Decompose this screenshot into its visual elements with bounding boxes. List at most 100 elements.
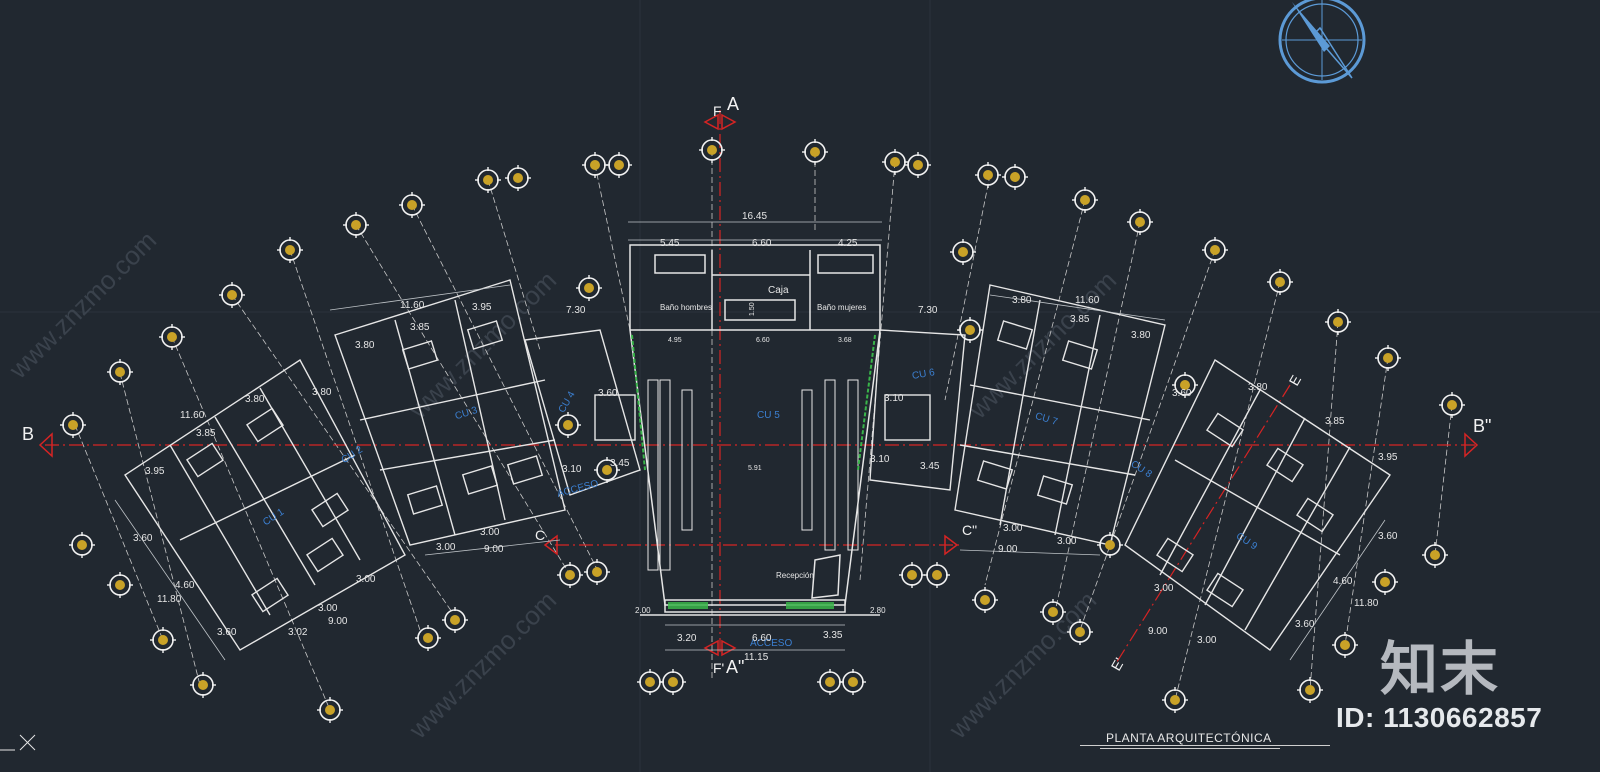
dim-right-1180: 11.80 [1354, 598, 1379, 609]
dim-center-591: 5.91 [748, 465, 762, 472]
dim-left-380-a: 3.80 [355, 340, 375, 351]
north-arrow-icon [1278, 0, 1366, 84]
dim-left-385-a: 3.85 [410, 322, 430, 333]
green-planters [668, 602, 834, 609]
dim-left-900-b: 9.00 [484, 544, 504, 555]
dim-caja-150: 1.50 [749, 302, 756, 316]
unit-label-cu5: CU 5 [757, 410, 780, 421]
right-wing-lower [1124, 358, 1391, 651]
unit-label-cu2: CU 2 [340, 444, 365, 466]
dim-left-730: 7.30 [566, 305, 586, 316]
dim-bottom-mid: 6.60 [752, 633, 772, 644]
dim-right-900-a: 9.00 [1148, 626, 1168, 637]
dim-left-460: 4.60 [175, 580, 195, 591]
watermark-pattern: www.znzmo.com www.znzmo.com www.znzmo.co… [2, 225, 1122, 745]
section-line-e [1114, 384, 1291, 666]
section-label-c-left: C [535, 527, 545, 543]
right-connector [869, 329, 966, 491]
room-label-bano-mujeres: Baño mujeres [817, 303, 866, 312]
dim-left-300-b: 3.00 [356, 574, 376, 585]
dim-left-360-b: 3.60 [217, 627, 237, 638]
dim-left-900-a: 9.00 [328, 616, 348, 627]
dimension-lines [114, 221, 1386, 661]
unit-label-cu8: CU 8 [1129, 459, 1154, 481]
unit-label-cu9: CU 9 [1234, 531, 1259, 553]
dim-left-380-b: 3.80 [312, 387, 332, 398]
dim-left-1160-b: 11.60 [180, 410, 205, 421]
dim-left-310: 3.10 [562, 464, 582, 475]
dim-right-730: 7.30 [918, 305, 938, 316]
green-glazing [631, 334, 876, 471]
unit-label-cu4: CU 4 [557, 389, 578, 415]
ucs-icon [0, 734, 36, 751]
section-label-e-top: E [1286, 372, 1305, 388]
dim-right-900-b: 9.00 [998, 544, 1018, 555]
dim-right-385: 3.85 [1070, 314, 1090, 325]
room-label-bano-hombres: Baño hombres [660, 303, 712, 312]
unit-label-cu7: CU 7 [1034, 411, 1059, 428]
dim-right-380-b: 3.80 [1248, 382, 1268, 393]
room-label-recepcion: Recepción [776, 571, 814, 580]
dim-left-1160-a: 11.60 [400, 300, 425, 311]
dim-left-360: 3.60 [133, 533, 153, 544]
dim-bottom-right: 3.35 [823, 630, 843, 641]
dim-inner-660: 6.60 [756, 337, 770, 344]
unit-label-cu6: CU 6 [911, 367, 936, 382]
dim-left-360-c: 3.60 [598, 388, 618, 399]
dim-right-395: 3.95 [1378, 452, 1398, 463]
svg-text:www.znzmo.com: www.znzmo.com [962, 265, 1122, 425]
dim-top-left: 5.45 [660, 238, 680, 249]
dim-right-300-a: 3.00 [1154, 583, 1174, 594]
section-label-b-left: B [22, 424, 34, 444]
dim-right-360-b: 3.60 [1378, 531, 1398, 542]
dim-left-1180: 11.80 [157, 594, 182, 605]
dim-bottom-280: 2.80 [870, 606, 886, 615]
dim-right-360: 3.60 [1172, 388, 1192, 399]
room-label-caja: Caja [768, 285, 789, 296]
plan-title-underline [1080, 745, 1330, 746]
dim-right-310-a: 3.10 [870, 454, 890, 465]
room-label-acceso-main: ACCESO [750, 638, 792, 649]
dim-left-300-a: 3.00 [318, 603, 338, 614]
dim-left-395-a: 3.95 [472, 302, 492, 313]
left-wing-lower [124, 358, 406, 651]
dim-bottom-total: 11.15 [744, 652, 769, 663]
section-label-f-bottom: F' [713, 660, 724, 676]
watermark-logo: 知末 [1380, 635, 1501, 703]
section-label-a-bottom: A" [726, 657, 744, 677]
dim-left-385-b: 3.85 [196, 428, 216, 439]
room-label-acceso-side: ACCESO [556, 478, 600, 500]
dim-inner-495: 4.95 [668, 337, 682, 344]
section-markers [38, 113, 1479, 657]
section-label-f-top: F [713, 103, 722, 119]
dim-top-total: 16.45 [742, 211, 767, 222]
section-label-e-bottom: E' [1108, 655, 1128, 673]
dim-right-385-b: 3.85 [1325, 416, 1345, 427]
unit-label-cu1: CU 1 [261, 506, 286, 528]
dim-right-300-b: 3.00 [1197, 635, 1217, 646]
left-connector [524, 329, 641, 496]
dim-left-302: 3.02 [288, 627, 308, 638]
dim-left-395-b: 3.95 [145, 466, 165, 477]
plan-title: PLANTA ARQUITECTÓNICA [1106, 731, 1272, 745]
dim-right-310-b: 3.10 [884, 393, 904, 404]
dim-left-380-c: 3.80 [245, 394, 265, 405]
theater-seating [647, 379, 859, 571]
dim-right-300-d: 3.00 [1057, 536, 1077, 547]
plan-title-underline-2 [1100, 748, 1280, 749]
dim-right-460: 4.60 [1333, 576, 1353, 587]
svg-text:www.znzmo.com: www.znzmo.com [2, 225, 162, 385]
dim-right-380-a: 3.80 [1012, 295, 1032, 306]
dim-left-345: 3.45 [610, 458, 630, 469]
left-wing-upper [334, 279, 566, 546]
svg-text:www.znzmo.com: www.znzmo.com [402, 585, 562, 745]
dim-right-345: 3.45 [920, 461, 940, 472]
dim-left-300-c: 3.00 [436, 542, 456, 553]
dim-bottom-200: 2.00 [635, 606, 651, 615]
section-label-b-right: B" [1473, 416, 1491, 436]
dim-right-300-c: 3.00 [1003, 523, 1023, 534]
dim-right-1160: 11.60 [1075, 295, 1100, 306]
